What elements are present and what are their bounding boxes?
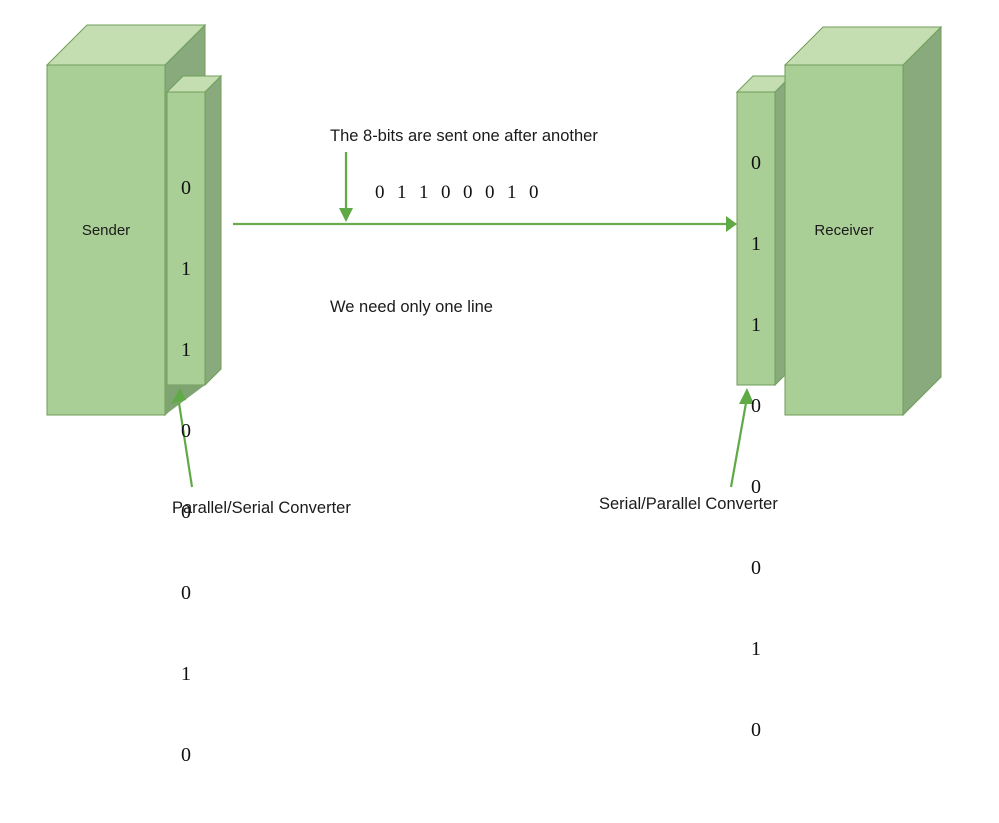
receiver-bit: 0 <box>751 557 761 579</box>
receiver-bit: 1 <box>751 233 761 255</box>
sender-bit: 0 <box>181 420 191 442</box>
receiver-bit-column: 0 1 1 0 0 0 1 0 <box>737 96 775 798</box>
receiver-label: Receiver <box>814 222 874 239</box>
diagram-canvas: Sender Receiver 0 1 1 0 0 0 1 0 0 1 1 0 … <box>45 23 943 766</box>
sender-bit: 0 <box>181 501 191 523</box>
sender-converter-callout-arrow <box>171 388 194 488</box>
transmission-line <box>233 216 737 232</box>
sender-converter-strip <box>165 74 223 415</box>
transmission-line-arrowhead <box>726 216 737 232</box>
sender-strip-side-face <box>204 74 222 387</box>
sender-bit: 1 <box>181 258 191 280</box>
receiver-bit: 1 <box>751 638 761 660</box>
receiver-converter-callout-arrow <box>729 388 754 488</box>
diagram-graphics <box>45 23 943 488</box>
sender-callout-shaft <box>177 402 194 488</box>
receiver-box-front-face <box>784 64 904 416</box>
channel-bottom-caption: We need only one line <box>330 298 493 316</box>
receiver-box <box>783 25 943 417</box>
receiver-bit: 0 <box>751 152 761 174</box>
receiver-bit: 1 <box>751 314 761 336</box>
sender-bit: 0 <box>181 177 191 199</box>
receiver-strip-front-face <box>736 91 776 386</box>
sender-bit-column: 0 1 1 0 0 0 1 0 <box>167 121 205 823</box>
channel-top-caption: The 8-bits are sent one after another <box>330 127 598 145</box>
receiver-converter-caption: Serial/Parallel Converter <box>599 495 778 513</box>
sender-box-front-face <box>46 64 166 416</box>
sender-bit: 0 <box>181 744 191 766</box>
sender-callout-arrowhead <box>171 388 186 404</box>
receiver-box-side-face <box>902 25 942 417</box>
receiver-callout-shaft <box>729 402 748 488</box>
receiver-bit: 0 <box>751 476 761 498</box>
sender-label: Sender <box>81 222 131 239</box>
sender-bit: 1 <box>181 339 191 361</box>
receiver-bit: 0 <box>751 395 761 417</box>
sender-bit: 1 <box>181 663 191 685</box>
serial-stream-arrow <box>339 152 353 222</box>
sender-bit: 0 <box>181 582 191 604</box>
serial-bit-stream: 0 1 1 0 0 0 1 0 <box>375 182 540 203</box>
serial-stream-arrowhead <box>339 208 353 222</box>
sender-converter-caption: Parallel/Serial Converter <box>172 499 351 517</box>
receiver-bit: 0 <box>751 719 761 741</box>
receiver-callout-arrowhead <box>739 388 754 404</box>
sender-strip-front-face <box>166 91 206 386</box>
